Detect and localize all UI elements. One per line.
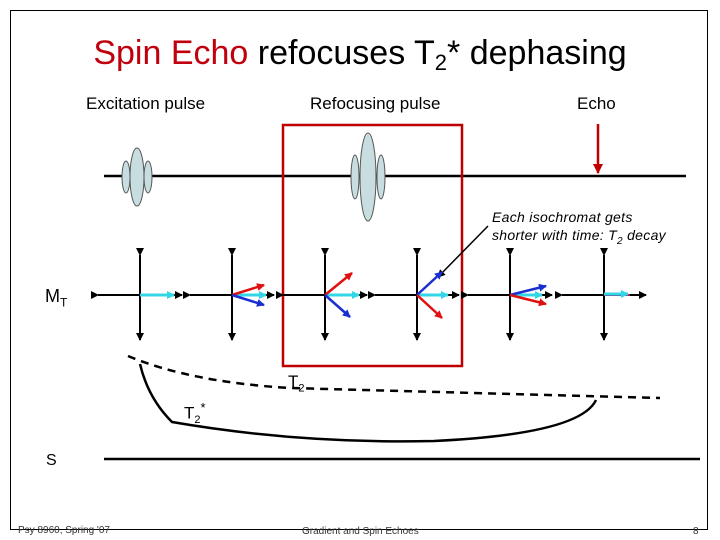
mt-frame-4 <box>368 248 460 341</box>
excitation-pulse-label: Excitation pulse <box>86 94 206 113</box>
annotation-pointer-arrow <box>437 225 489 278</box>
page-number: 8 <box>693 526 699 537</box>
mt-label: MT <box>45 286 67 310</box>
signal-label: S <box>46 452 57 469</box>
refocusing-pulse <box>350 132 386 222</box>
isochromat-note-line1: Each isochromat gets <box>492 209 633 225</box>
mt-frame-1 <box>91 248 183 341</box>
title-tail: * dephasing <box>447 34 627 72</box>
t2star-label-sup: * <box>200 400 206 415</box>
isochromat-vector-red <box>324 272 353 296</box>
title-text: refocuses T <box>248 34 435 72</box>
slide-frame <box>10 10 708 530</box>
echo-label: Echo <box>577 94 616 113</box>
isochromat-vector-blue <box>416 271 443 296</box>
title-highlight: Spin Echo <box>93 34 249 72</box>
t2-label-sub: 2 <box>298 382 305 395</box>
isochromat-vector-blue <box>509 283 547 297</box>
note-line2-sub: 2 <box>617 235 623 247</box>
t2star-label-sub: 2 <box>194 414 201 427</box>
mt-frame-2 <box>183 248 275 341</box>
isochromat-vector-blue <box>231 293 265 307</box>
title-subscript: 2 <box>434 50 448 75</box>
note-line2-prefix: shorter with time: T <box>492 227 618 243</box>
mt-frame-5 <box>461 248 553 341</box>
isochromat-note-line2: shorter with time: T2 decay <box>492 226 666 251</box>
excitation-pulse <box>121 147 153 207</box>
refocusing-box <box>281 123 464 368</box>
t2-label-main: T <box>288 372 299 391</box>
isochromat-vector-red <box>416 294 443 319</box>
mt-frame-3 <box>276 248 368 341</box>
slide-title: Spin Echo refocuses T2* dephasing <box>0 34 720 76</box>
mt-frame-6 <box>555 248 647 341</box>
footer-course: Psy 8960, Spring '07 <box>18 525 110 536</box>
isochromat-vector-blue <box>324 294 351 318</box>
t2-label: T2 <box>288 372 305 394</box>
mt-label-sub: T <box>60 295 68 310</box>
isochromat-vector-red <box>509 293 547 307</box>
isochromat-note: Each isochromat gets shorter with time: … <box>492 208 666 251</box>
t2star-curve <box>138 363 598 443</box>
mt-label-main: M <box>45 286 60 306</box>
t2star-label-main: T <box>184 403 195 423</box>
refocusing-pulse-label: Refocusing pulse <box>310 94 441 113</box>
note-line2-suffix: decay <box>622 227 666 243</box>
t2star-label: T2* <box>184 400 206 426</box>
footer-title: Gradient and Spin Echoes <box>302 526 419 537</box>
t2-decay-curve <box>127 354 661 400</box>
isochromat-vector-red <box>231 283 265 297</box>
